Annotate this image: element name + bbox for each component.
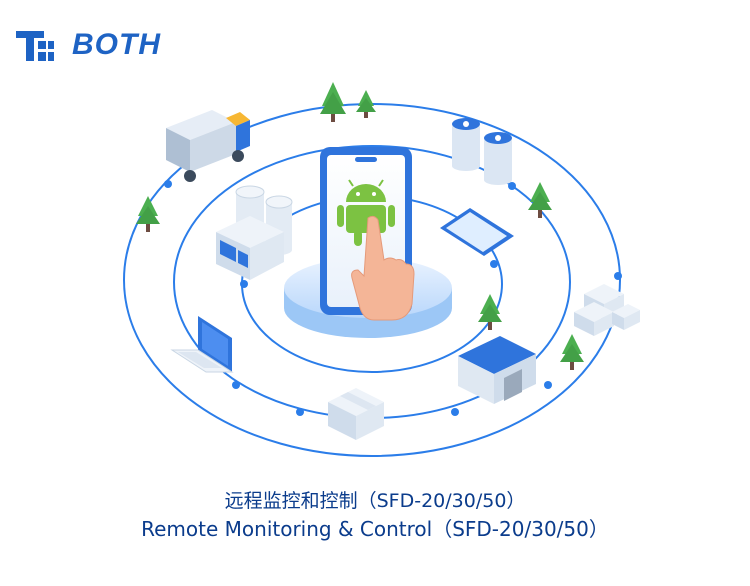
both-logo-icon — [16, 31, 54, 61]
boxes-icon — [574, 284, 640, 336]
laptop-icon — [170, 316, 234, 373]
tree-icon — [528, 182, 552, 218]
tablet-icon — [440, 208, 514, 256]
caption-chinese: 远程监控和控制（SFD-20/30/50） — [224, 490, 526, 512]
ring-dots — [164, 180, 622, 416]
tree-icon — [478, 294, 502, 330]
tree-icon — [356, 90, 376, 118]
tree-icon — [560, 334, 584, 370]
caption-english: Remote Monitoring & Control（SFD-20/30/50… — [141, 517, 609, 541]
delivery-truck-icon — [166, 110, 250, 182]
tree-icon — [320, 82, 346, 122]
brand-logo: BOTH — [14, 25, 161, 65]
tree-icon — [136, 196, 160, 232]
brand-name: BOTH — [72, 28, 161, 61]
hand-pointer-icon — [351, 215, 415, 321]
iot-illustration — [123, 82, 640, 457]
factory-icon — [216, 185, 293, 280]
cooling-towers-icon — [452, 118, 512, 185]
package-icon — [328, 388, 384, 440]
warehouse-icon — [458, 336, 536, 404]
